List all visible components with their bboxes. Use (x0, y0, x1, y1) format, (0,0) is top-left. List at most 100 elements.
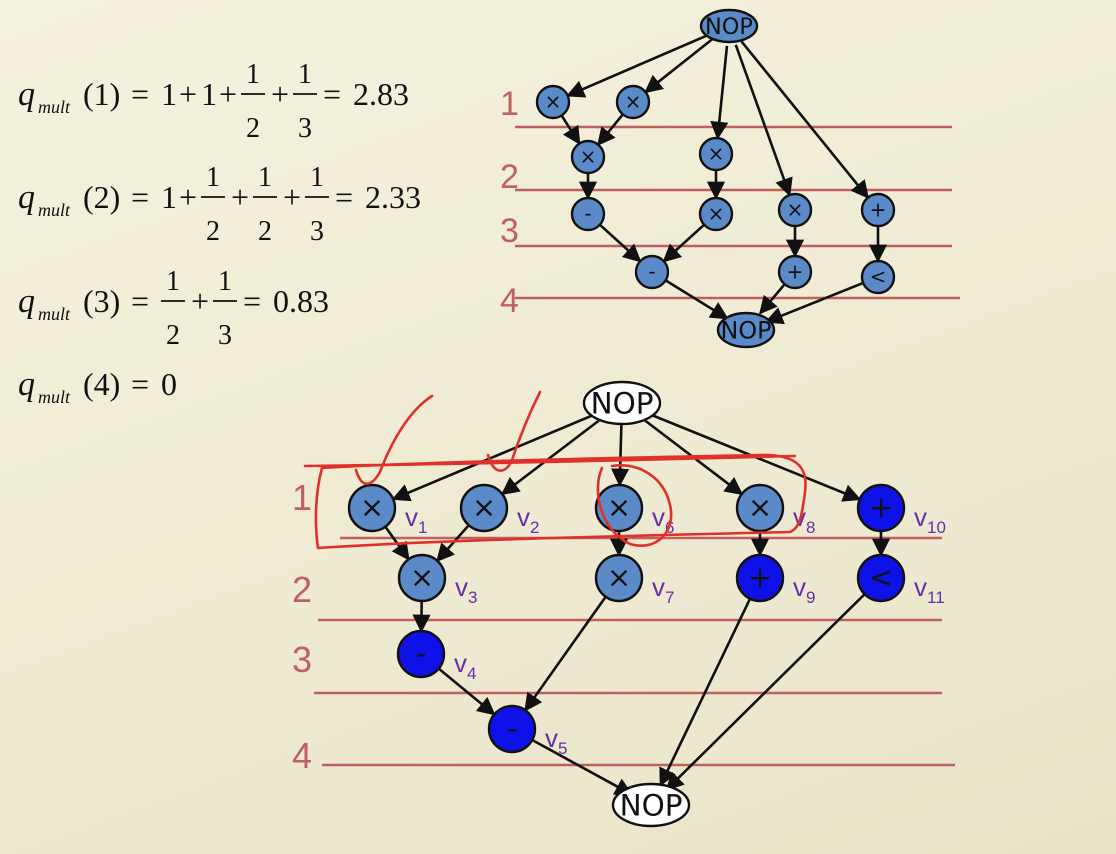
top-nop-source: NOP (699, 8, 759, 44)
nop-ellipse (699, 8, 759, 44)
formula-result: 0.83 (273, 283, 329, 319)
fraction-denominator: 2 (258, 216, 272, 247)
edge-arrow (710, 45, 729, 140)
nop-ellipse (582, 380, 662, 426)
top-node-a7: × (698, 196, 734, 232)
nop-ellipse (611, 782, 691, 828)
node-operator: - (648, 259, 655, 283)
step-label: 4 (292, 735, 312, 776)
top-node-a11: < (860, 259, 896, 295)
node-operator: × (787, 197, 804, 221)
fraction-numerator: 1 (298, 59, 312, 90)
plus-sign: + (179, 179, 197, 215)
node-circle (777, 254, 813, 290)
fraction-denominator: 2 (206, 216, 220, 247)
node-label-subscript: 4 (467, 664, 476, 683)
nop-label: NOP (591, 387, 654, 421)
node-operator: × (708, 201, 725, 225)
node-circle (594, 553, 644, 603)
top-node-a9: + (777, 254, 813, 290)
bottom-node-v6: ×v6 (594, 483, 674, 537)
fraction-denominator: 2 (166, 320, 180, 351)
term: 1 (161, 76, 177, 112)
formula-argument: (2) (83, 179, 120, 215)
plus-sign: + (271, 76, 289, 112)
node-circle (735, 483, 785, 533)
fraction-numerator: 1 (310, 162, 324, 193)
bottom-node-v5: -v5 (487, 704, 567, 758)
node-operator: × (607, 490, 631, 524)
fraction-numerator: 1 (246, 59, 260, 90)
node-circle (698, 196, 734, 232)
node-operator: - (507, 711, 517, 745)
node-operator: < (870, 264, 887, 288)
handwritten-annotations (303, 390, 807, 550)
formula-argument: (4) (83, 366, 120, 402)
node-operator: × (708, 141, 725, 165)
node-label-subscript: 5 (558, 739, 567, 758)
equals-sign: = (323, 76, 341, 112)
nop-label: NOP (721, 317, 772, 345)
step-label: 2 (500, 158, 519, 196)
node-label: v10 (914, 502, 946, 537)
formula-symbol: q (18, 76, 35, 113)
equals-sign: = (131, 283, 149, 319)
edge-arrow (391, 409, 605, 502)
fraction-numerator: 1 (218, 266, 232, 297)
formula-symbol: q (18, 283, 35, 320)
top-graph-nodes: NOP×××--×××++<NOP (535, 8, 896, 349)
edge-arrow (764, 281, 864, 325)
pen-stroke (303, 454, 797, 468)
edge-arrow (664, 279, 729, 320)
formula-subscript: mult (38, 304, 71, 324)
node-label-subscript: 8 (806, 518, 815, 537)
node-circle (856, 483, 906, 533)
node-label: v3 (455, 572, 477, 607)
top-node-a1: × (535, 84, 571, 120)
edge-arrow (611, 422, 630, 487)
edge-arrow (436, 524, 470, 563)
bottom-node-v7: ×v7 (594, 553, 674, 607)
nop-label: NOP (705, 14, 753, 40)
node-label-subscript: 10 (927, 518, 946, 537)
step-label: 4 (500, 282, 519, 320)
nop-ellipse (716, 311, 776, 349)
node-operator: < (869, 560, 893, 594)
plus-sign: + (283, 179, 301, 215)
formula-argument: (3) (83, 283, 120, 319)
node-operator: × (472, 490, 496, 524)
pen-stroke (314, 453, 807, 550)
edge-arrow (566, 32, 712, 98)
formula-symbol: q (18, 366, 35, 403)
edge-arrow (740, 40, 870, 199)
bottom-node-v8: ×v8 (735, 483, 815, 537)
edge-arrow (524, 596, 607, 712)
edge-arrow (665, 593, 866, 791)
formula-argument: (1) (83, 76, 120, 112)
fraction-denominator: 3 (310, 216, 324, 247)
fraction-numerator: 1 (166, 266, 180, 297)
node-circle (397, 553, 447, 603)
node-circle (570, 139, 606, 175)
edge-arrow (659, 598, 752, 787)
edge-arrow (598, 223, 642, 263)
edge-arrow (500, 414, 607, 496)
node-label-subscript: 1 (418, 518, 427, 537)
node-circle (860, 192, 896, 228)
node-operator: × (545, 89, 562, 113)
edge-arrow (644, 37, 715, 94)
edge-arrow (596, 113, 624, 147)
formula-subscript: mult (38, 387, 71, 407)
node-operator: + (869, 490, 893, 524)
node-operator: + (870, 197, 887, 221)
pen-stroke (596, 464, 673, 547)
bottom-nop-sink: NOP (611, 782, 691, 828)
bottom-node-v11: <v11 (856, 553, 945, 607)
top-node-a3: × (570, 139, 606, 175)
term: 1 (201, 76, 217, 112)
equals-sign: = (131, 179, 149, 215)
